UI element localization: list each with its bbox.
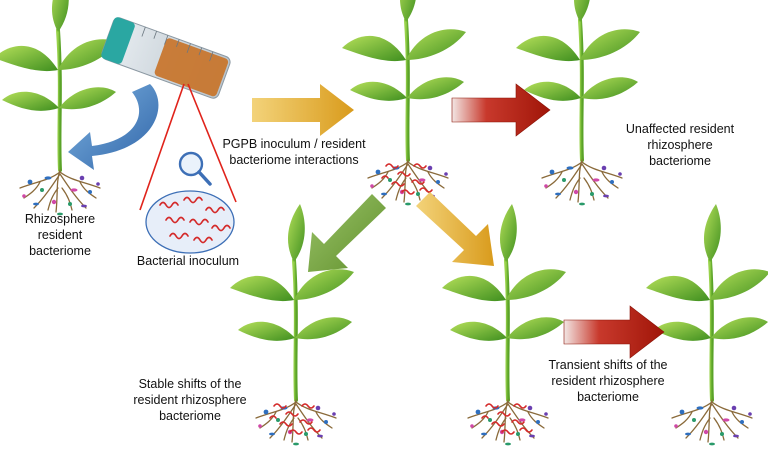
label-bacterial-inoculum: Bacterial inoculum bbox=[136, 254, 240, 268]
arrow-to-interactions bbox=[252, 84, 354, 136]
arrow-to-rhizosphere bbox=[68, 84, 159, 170]
arrow-to-transient-plant bbox=[563, 305, 665, 359]
arrow-to-transient bbox=[416, 192, 494, 266]
plant-icon bbox=[0, 0, 120, 218]
label-inoculum-interactions: PGPB inoculum / resident bacteriome inte… bbox=[222, 137, 366, 167]
arrow-to-stable bbox=[308, 194, 386, 272]
label-unaffected-bacteriome: Unaffected resident rhizosphere bacterio… bbox=[625, 122, 735, 168]
label-stable-shifts: Stable shifts of the resident rhizospher… bbox=[133, 377, 247, 423]
culture-tube-icon bbox=[101, 17, 231, 99]
label-rhizosphere-bacteriome: Rhizosphere resident bacteriome bbox=[24, 212, 96, 258]
label-transient-shifts: Transient shifts of the resident rhizosp… bbox=[548, 358, 668, 404]
plant-icon bbox=[644, 202, 768, 448]
arrow-to-unaffected bbox=[451, 83, 551, 137]
